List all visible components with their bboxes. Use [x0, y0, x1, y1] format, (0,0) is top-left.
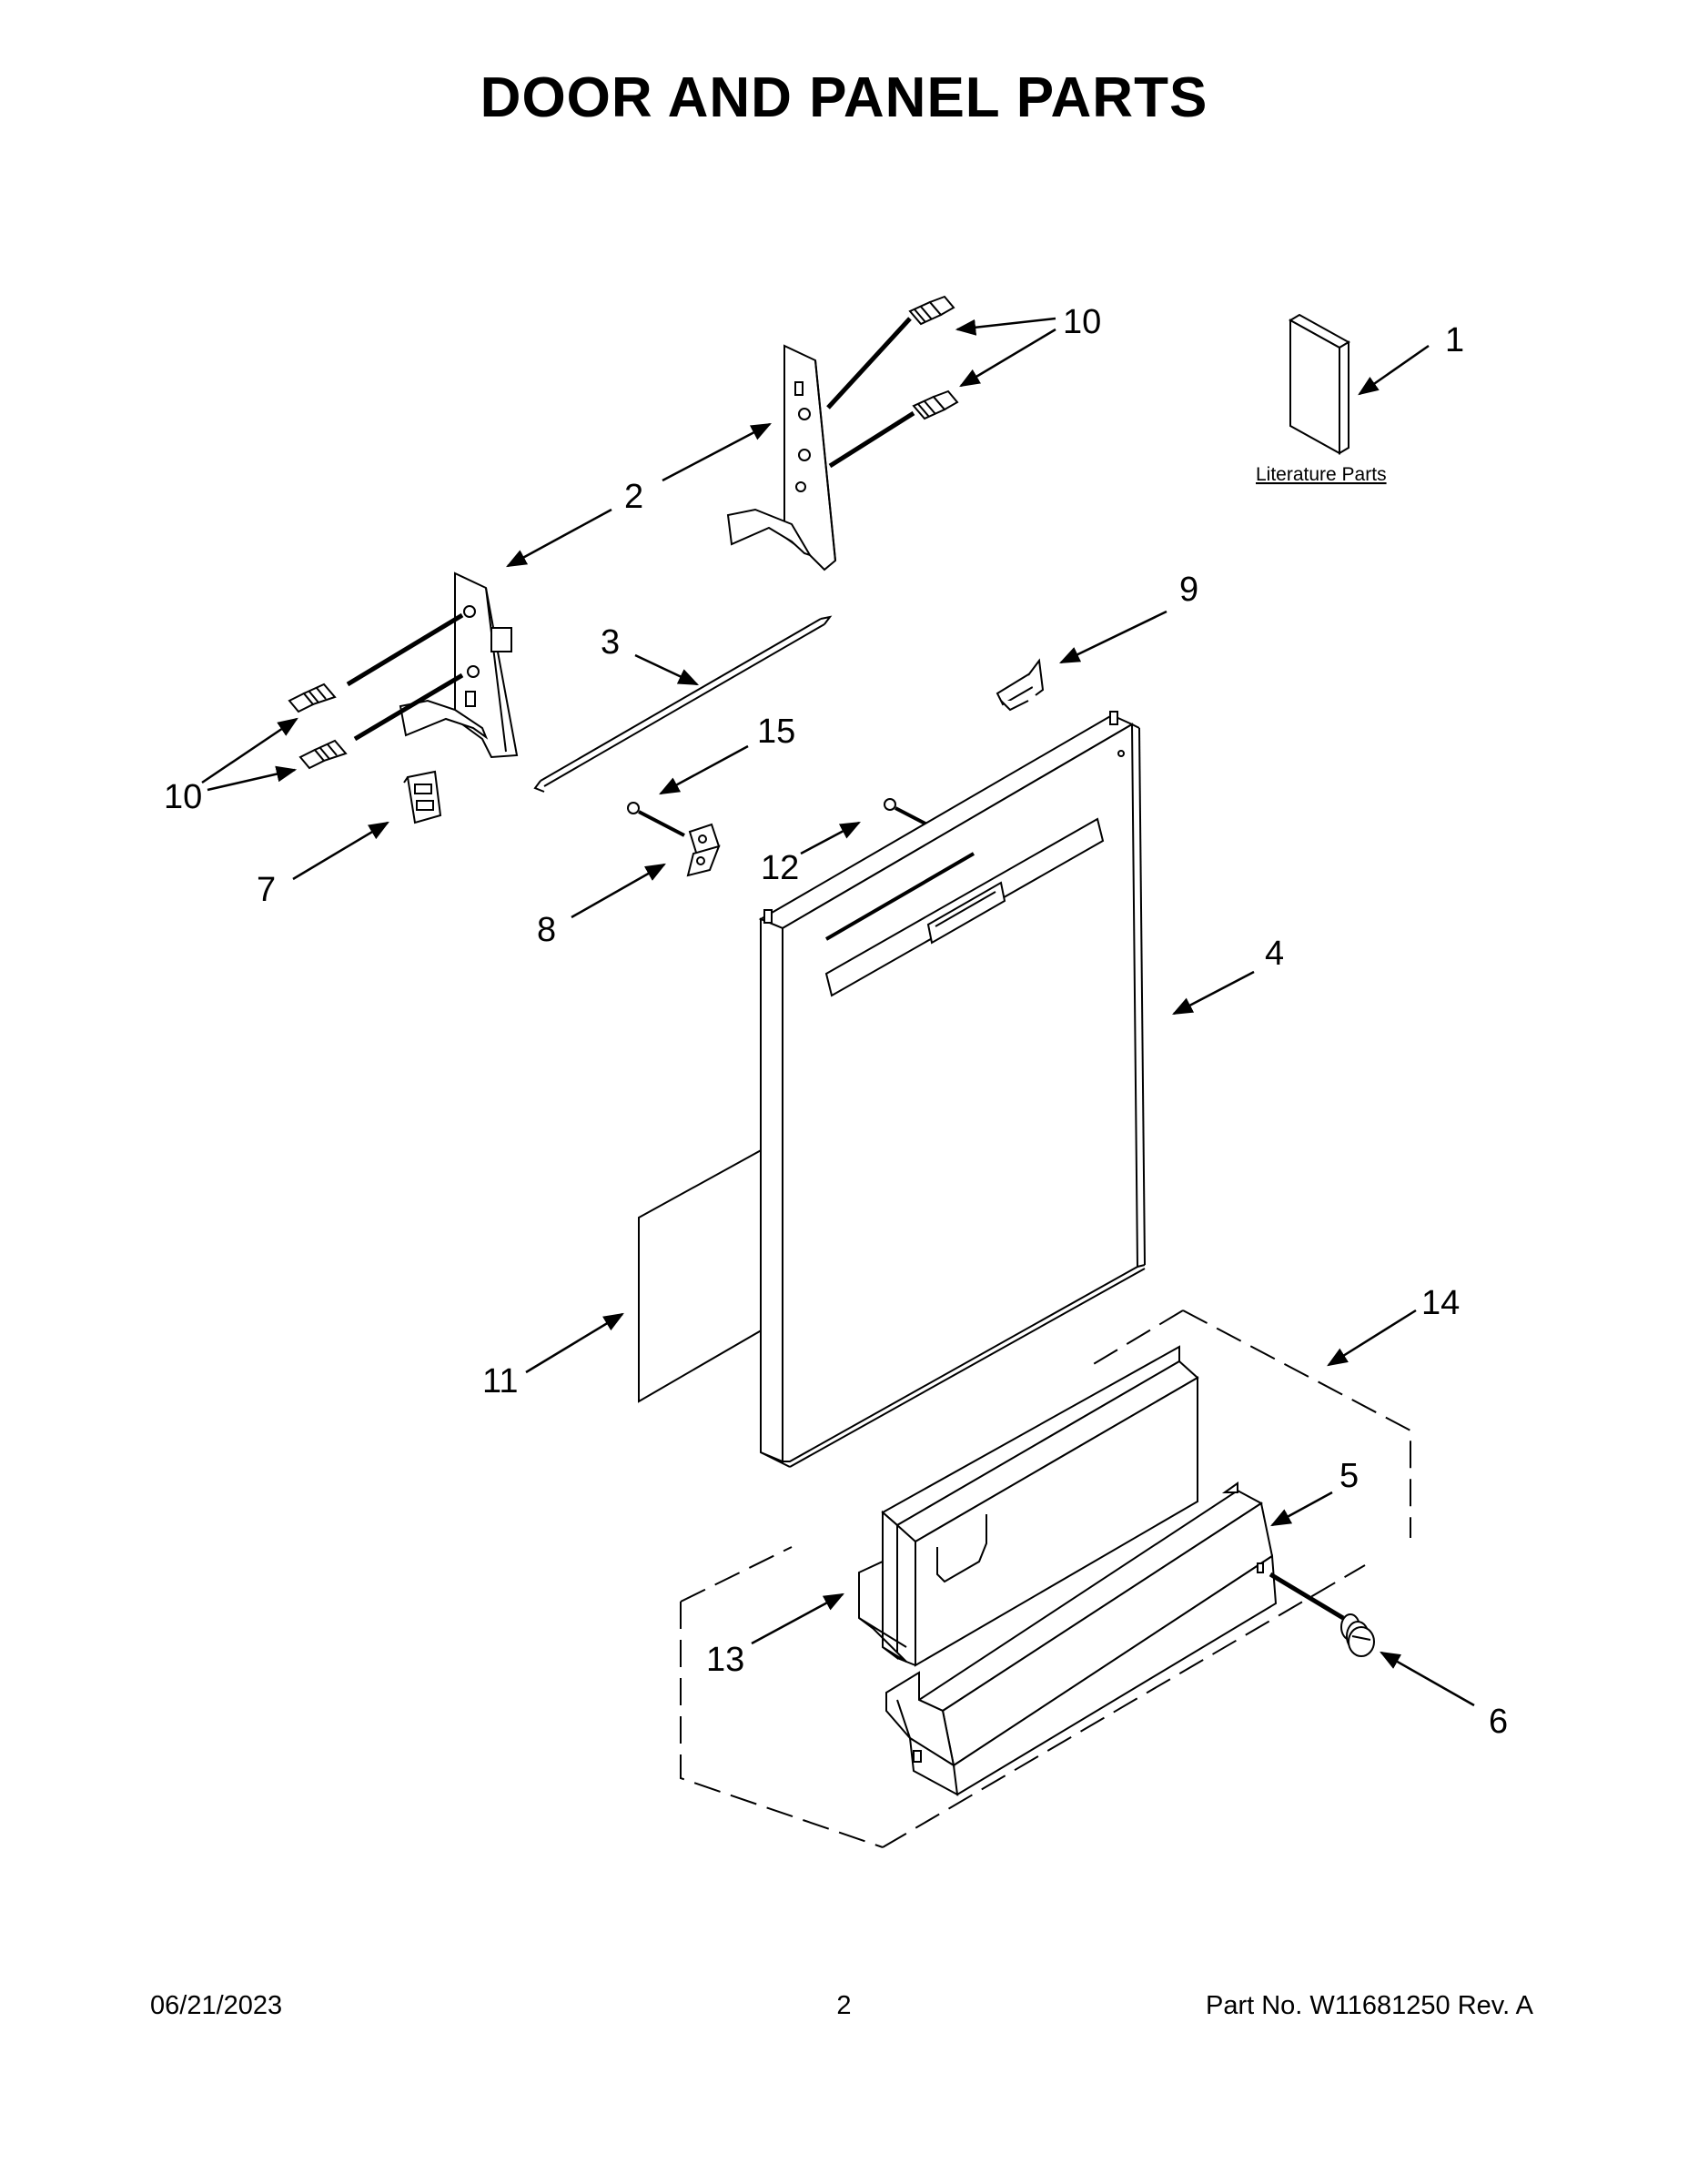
screw-axis-3 — [346, 612, 464, 687]
literature-parts-label: Literature Parts — [1256, 464, 1387, 485]
callout-13: 13 — [706, 1641, 744, 1679]
callout-11: 11 — [482, 1362, 518, 1400]
hinge-screw-upper-1 — [908, 295, 955, 326]
hinge-screw-upper-2 — [912, 389, 959, 420]
door-rod — [533, 615, 833, 793]
leader-4 — [1172, 970, 1255, 1016]
hinge-arm-right — [726, 344, 837, 571]
literature-parts-booklet — [1289, 313, 1350, 455]
screw-axis-4 — [353, 672, 464, 742]
door-clip-7 — [403, 770, 442, 824]
leader-8 — [571, 863, 666, 919]
page-title: DOOR AND PANEL PARTS — [480, 66, 1208, 129]
hinge-screw-left-1 — [288, 682, 337, 713]
hinge-arm-left — [399, 571, 519, 759]
leader-10-upper-a — [955, 317, 1056, 336]
leader-13 — [751, 1592, 844, 1645]
leader-7 — [292, 821, 389, 881]
leader-10-left-b — [207, 765, 298, 792]
kick-plate-screw-6 — [1340, 1613, 1375, 1657]
latch-tab-9 — [996, 658, 1045, 712]
footer-date: 06/21/2023 — [150, 1991, 283, 2020]
leader-10-left-a — [201, 717, 298, 784]
kick-plate-5 — [885, 1481, 1278, 1796]
leader-11 — [525, 1312, 624, 1374]
callout-3: 3 — [601, 623, 620, 662]
screw-axis-2 — [828, 410, 915, 469]
door-panel-4 — [758, 711, 1146, 1468]
callout-12: 12 — [761, 849, 799, 887]
small-screw-12 — [884, 798, 896, 811]
callout-2: 2 — [624, 478, 643, 516]
callout-1: 1 — [1445, 321, 1464, 359]
callout-10-left: 10 — [164, 778, 202, 816]
small-screw-15 — [627, 802, 640, 814]
footer-page-number: 2 — [836, 1991, 852, 2020]
callout-6: 6 — [1489, 1703, 1508, 1741]
latch-bracket-8 — [686, 823, 721, 877]
leader-5 — [1270, 1491, 1333, 1527]
callout-10-upper: 10 — [1063, 303, 1101, 341]
leader-3 — [634, 653, 700, 686]
leader-6 — [1380, 1651, 1475, 1707]
leader-12 — [800, 821, 861, 855]
leader-14 — [1327, 1309, 1417, 1367]
toe-kick-assembly-box-14 — [680, 1309, 1411, 1848]
toe-kick-panel-13 — [858, 1345, 1199, 1667]
leader-15 — [659, 744, 749, 795]
screw-axis-1 — [826, 317, 912, 410]
leader-2-right — [662, 422, 772, 482]
callout-8: 8 — [537, 911, 556, 949]
footer-part-number: Part No. W11681250 Rev. A — [1205, 1991, 1533, 2020]
hinge-screw-left-2 — [298, 739, 348, 770]
leader-1 — [1358, 344, 1430, 396]
callout-14: 14 — [1421, 1284, 1460, 1322]
callout-4: 4 — [1265, 935, 1284, 973]
leader-9 — [1058, 610, 1167, 664]
leader-2-left — [506, 508, 612, 568]
screw-axis-15 — [638, 810, 685, 837]
callout-7: 7 — [257, 871, 276, 909]
screw-axis-6 — [1269, 1572, 1345, 1621]
callout-5: 5 — [1339, 1457, 1359, 1495]
callout-15: 15 — [757, 713, 795, 751]
callout-9: 9 — [1179, 571, 1198, 609]
leader-10-upper-b — [959, 328, 1056, 388]
door-insulation-panel-11 — [638, 1147, 765, 1403]
